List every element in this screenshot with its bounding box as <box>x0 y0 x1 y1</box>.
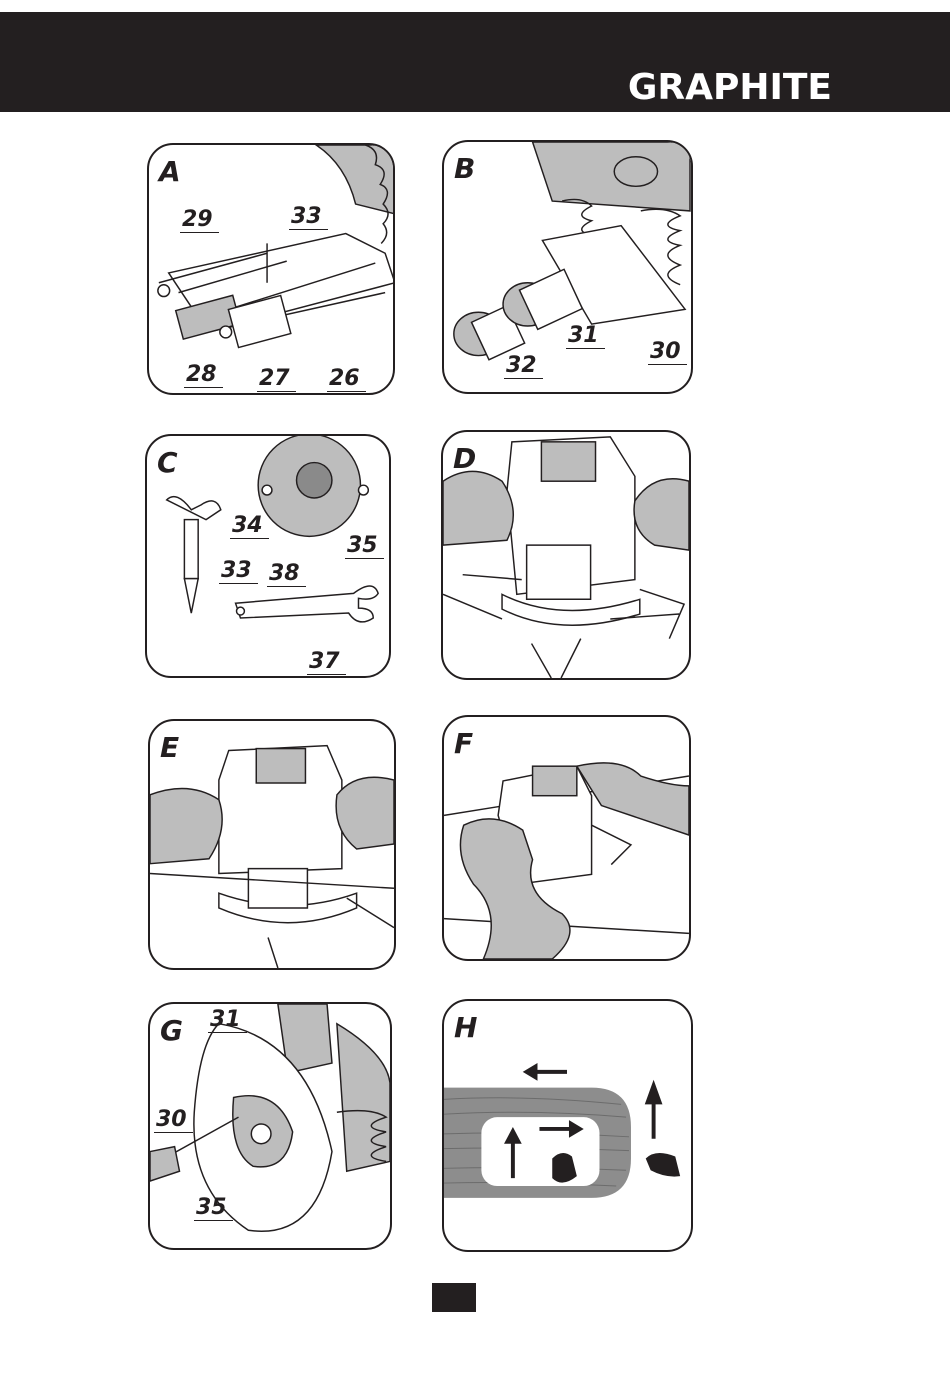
figure-panel-c: C 34 35 33 38 37 <box>145 434 391 678</box>
callout-33: 33 <box>289 205 328 230</box>
panel-label: G <box>160 1014 183 1047</box>
callout-35: 35 <box>194 1196 233 1221</box>
figure-panel-d: D <box>441 430 691 680</box>
panel-label: D <box>453 442 476 475</box>
callout-31: 31 <box>208 1008 247 1033</box>
figure-panel-b: B 31 30 32 <box>442 140 693 394</box>
router-side-illustration <box>444 717 689 959</box>
panel-label: B <box>454 152 475 185</box>
callout-27: 27 <box>257 367 296 392</box>
panel-label: H <box>454 1011 477 1044</box>
callout-34: 34 <box>230 514 269 539</box>
panel-label: E <box>160 731 179 764</box>
panel-label: F <box>454 727 473 760</box>
callout-32: 32 <box>504 354 543 379</box>
callout-38: 38 <box>267 562 306 587</box>
figure-panel-a: A 29 33 28 27 26 <box>147 143 395 395</box>
header-bar: GRAPHITE <box>0 12 950 112</box>
figure-panel-h: H <box>442 999 693 1252</box>
callout-31: 31 <box>566 324 605 349</box>
router-front-illustration <box>150 721 394 968</box>
figure-panel-f: F <box>442 715 691 961</box>
figure-panel-e: E <box>148 719 396 970</box>
parallel-guide-illustration <box>149 145 393 393</box>
callout-26: 26 <box>327 367 366 392</box>
feed-direction-illustration <box>444 1001 691 1250</box>
router-with-guide-illustration <box>443 432 689 678</box>
callout-30: 30 <box>648 340 687 365</box>
page-number-box <box>432 1283 476 1312</box>
callout-35: 35 <box>345 534 384 559</box>
brand-logo: GRAPHITE <box>628 68 832 108</box>
panel-label: C <box>157 446 178 479</box>
callout-37: 37 <box>307 650 346 675</box>
figure-panel-g: G 31 30 35 <box>148 1002 392 1250</box>
callout-28: 28 <box>184 363 223 388</box>
callout-33: 33 <box>219 559 258 584</box>
callout-29: 29 <box>180 208 219 233</box>
callout-30: 30 <box>154 1108 193 1133</box>
panel-label: A <box>159 155 181 188</box>
